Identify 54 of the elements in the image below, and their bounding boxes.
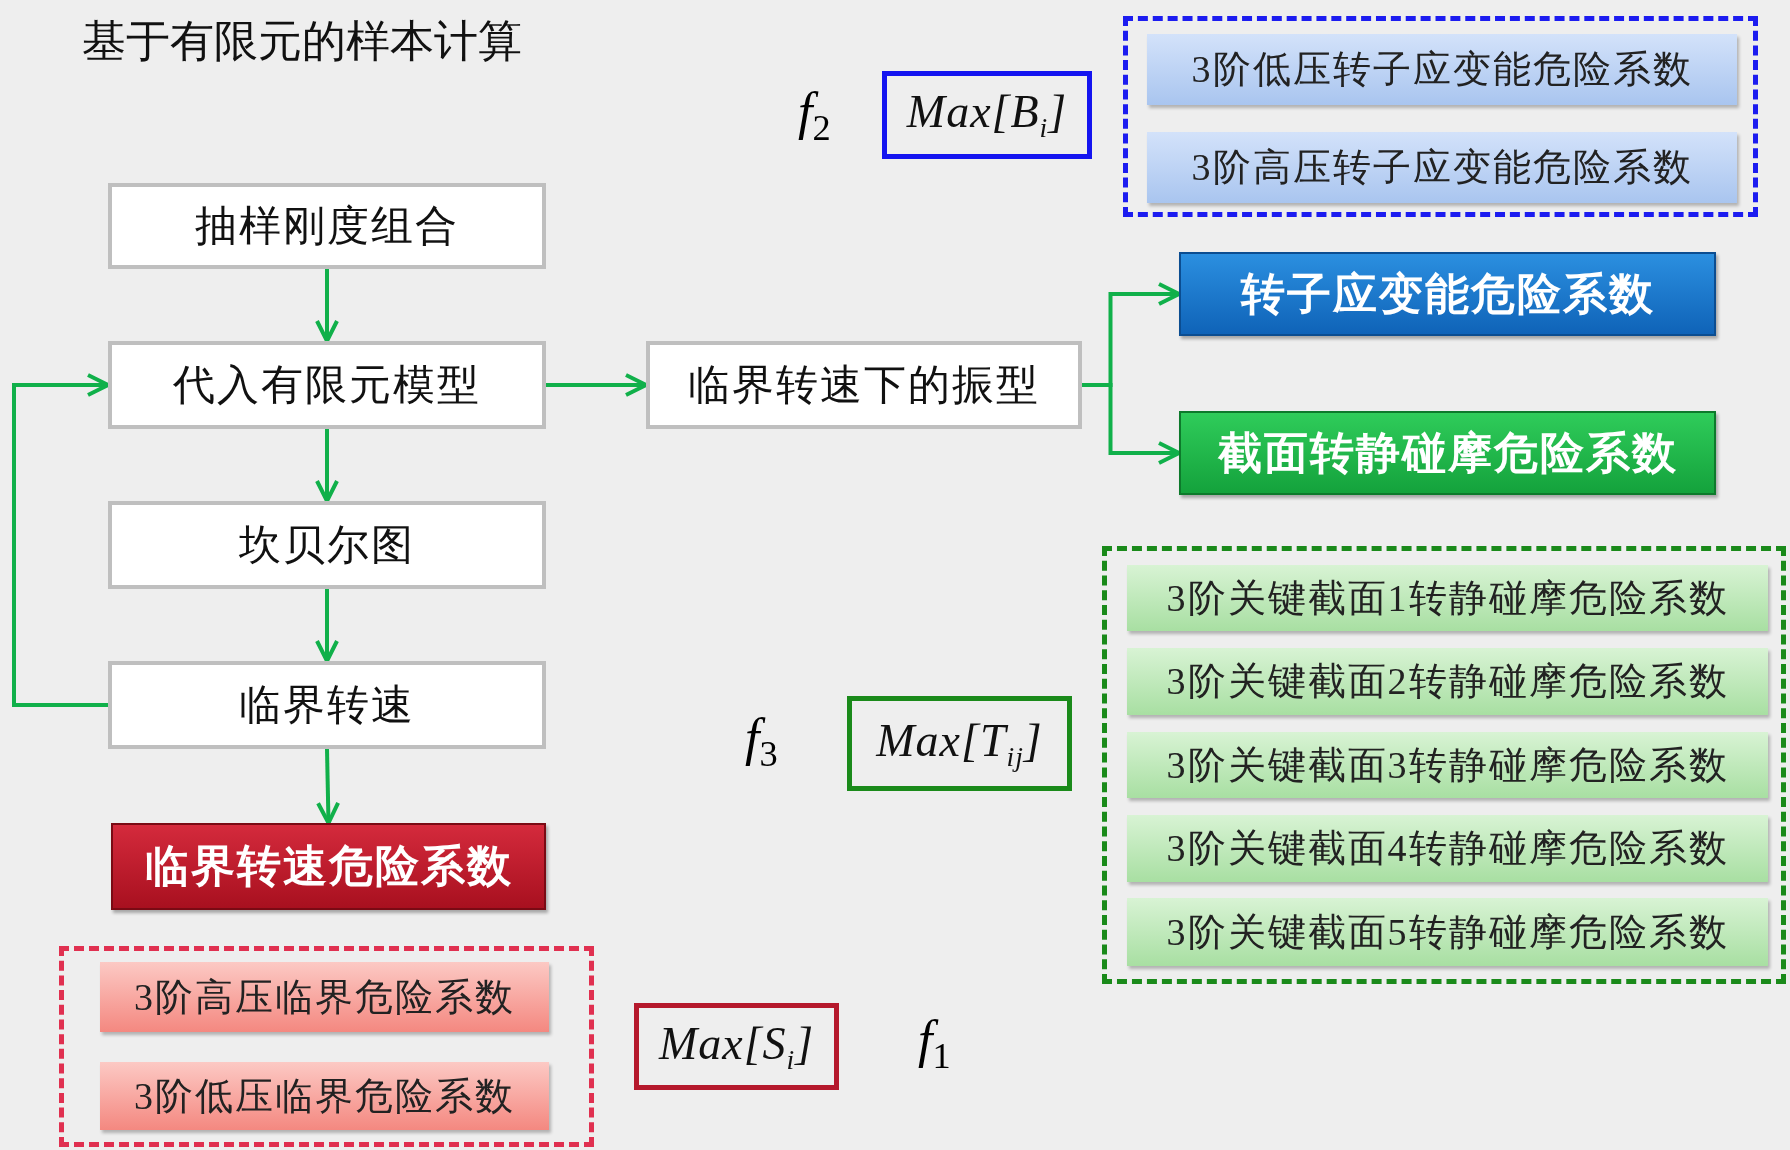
function-symbol: f$_{1}$	[918, 1010, 951, 1078]
group-frame	[1102, 546, 1786, 984]
box-label: 3阶关键截面2转静碰摩危险系数	[1166, 659, 1729, 704]
box-label: 3阶高压临界危险系数	[134, 974, 515, 1020]
box-label: 转子应变能危险系数	[1240, 268, 1655, 321]
box-label: Max[T$_{ij}$]	[876, 713, 1043, 774]
group-frame	[1123, 16, 1758, 217]
function-symbol: f$_{2}$	[798, 82, 831, 150]
item-box	[100, 962, 549, 1032]
process-box	[108, 341, 546, 429]
box-label: 临界转速危险系数	[144, 841, 513, 893]
box-label: 3阶低压临界危险系数	[134, 1073, 515, 1119]
arrow	[315, 589, 339, 663]
process-box	[108, 501, 546, 589]
box-label: 3阶高压转子应变能危险系数	[1191, 145, 1693, 190]
formula-box	[847, 696, 1072, 791]
arrow	[316, 748, 341, 825]
process-box	[108, 661, 546, 749]
item-box	[1127, 565, 1768, 631]
box-label: 抽样刚度组合	[195, 202, 459, 251]
arrow	[1082, 383, 1181, 465]
box-label: 3阶低压转子应变能危险系数	[1191, 47, 1693, 92]
result-box	[1179, 252, 1716, 336]
arrow	[12, 373, 110, 707]
box-label: 临界转速下的振型	[688, 361, 1040, 410]
formula-box	[634, 1003, 839, 1090]
diagram-title: 基于有限元的样本计算	[82, 14, 522, 68]
box-label: 代入有限元模型	[173, 361, 481, 410]
result-box	[1179, 411, 1716, 495]
item-box	[1147, 132, 1737, 203]
process-box	[108, 183, 546, 269]
function-symbol: f$_{3}$	[745, 708, 778, 776]
box-label: 3阶关键截面5转静碰摩危险系数	[1166, 909, 1729, 955]
item-box	[1127, 815, 1768, 882]
result-box	[111, 823, 546, 910]
item-box	[1127, 898, 1768, 966]
box-label: 临界转速	[239, 681, 415, 730]
box-label: 3阶关键截面1转静碰摩危险系数	[1166, 575, 1729, 621]
arrow	[315, 429, 339, 503]
item-box	[1127, 732, 1768, 798]
box-label: 3阶关键截面4转静碰摩危险系数	[1166, 826, 1729, 871]
group-frame	[59, 946, 594, 1147]
arrow	[546, 373, 648, 397]
item-box	[1127, 648, 1768, 715]
box-label: 坎贝尔图	[239, 521, 415, 570]
item-box	[1147, 34, 1737, 105]
box-label: 3阶关键截面3转静碰摩危险系数	[1166, 742, 1729, 788]
box-label: 截面转静碰摩危险系数	[1217, 427, 1678, 480]
item-box	[100, 1062, 549, 1130]
box-label: Max[S$_{i}$]	[658, 1016, 815, 1077]
formula-box	[882, 71, 1092, 159]
arrow	[315, 269, 339, 343]
process-box	[646, 341, 1082, 429]
box-label: Max[B$_{i}$]	[906, 85, 1068, 145]
